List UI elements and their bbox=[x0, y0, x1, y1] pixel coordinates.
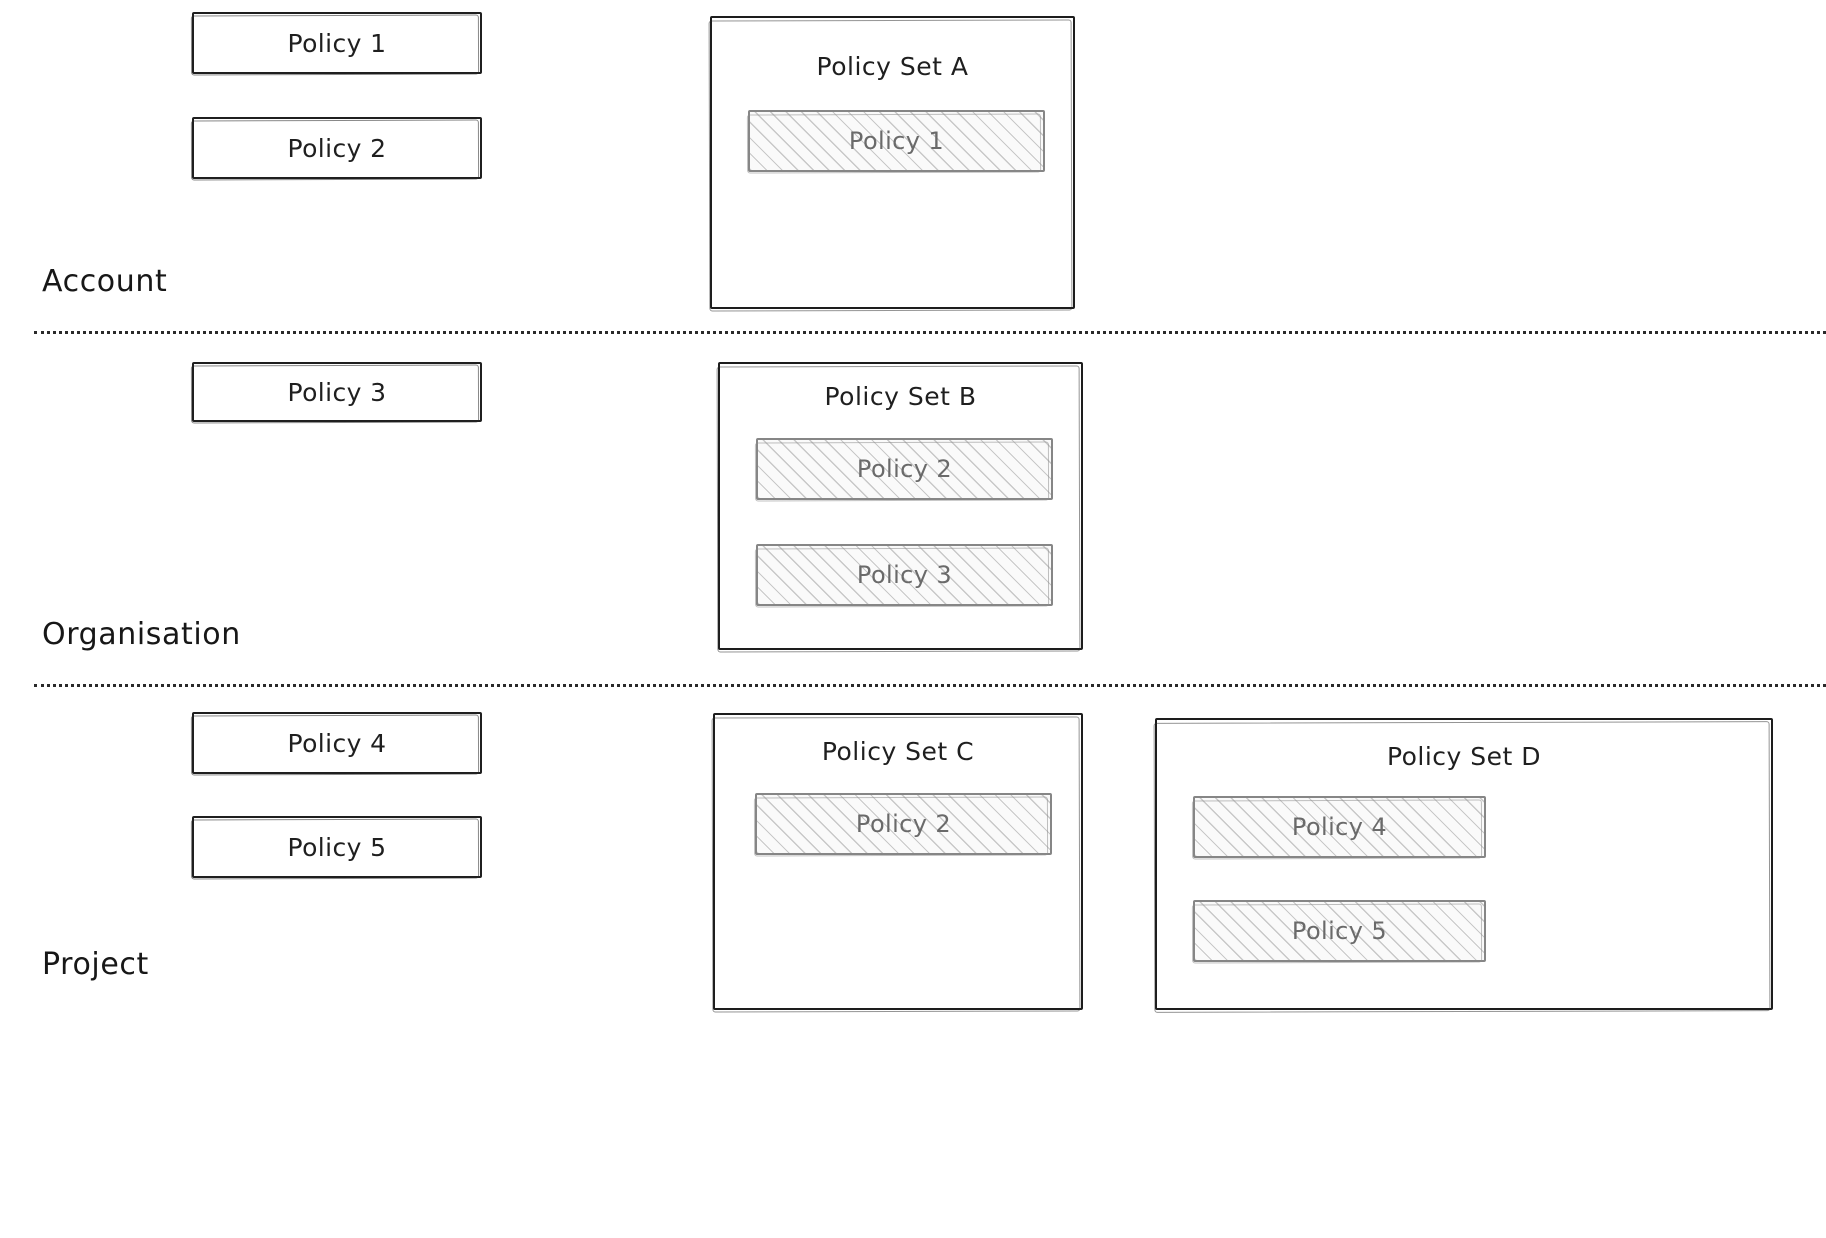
policy-set-member-policy-2[interactable]: Policy 2 bbox=[755, 793, 1052, 855]
policy-set-member-policy-4[interactable]: Policy 4 bbox=[1193, 796, 1486, 858]
policy-set-member-policy-3[interactable]: Policy 3 bbox=[756, 544, 1053, 606]
policy-set-member-label: Policy 1 bbox=[848, 127, 945, 155]
policy-set-member-label: Policy 2 bbox=[855, 810, 952, 838]
policy-box-policy-2[interactable]: Policy 2 bbox=[192, 117, 482, 179]
divider-account-organisation bbox=[34, 331, 1826, 334]
policy-set-member-policy-2[interactable]: Policy 2 bbox=[756, 438, 1053, 500]
policy-set-title: Policy Set C bbox=[821, 737, 975, 766]
divider-organisation-project bbox=[34, 684, 1826, 687]
policy-set-b[interactable]: Policy Set B Policy 2 Policy 3 bbox=[718, 362, 1083, 650]
policy-box-policy-3[interactable]: Policy 3 bbox=[192, 362, 482, 422]
tier-label-organisation: Organisation bbox=[42, 617, 241, 652]
policy-set-a[interactable]: Policy Set A Policy 1 bbox=[710, 16, 1075, 309]
policy-set-member-label: Policy 2 bbox=[856, 455, 953, 483]
tier-label-account: Account bbox=[42, 264, 168, 299]
policy-set-member-label: Policy 5 bbox=[1291, 917, 1388, 945]
policy-set-d[interactable]: Policy Set D Policy 4 Policy 5 bbox=[1155, 718, 1773, 1010]
policy-set-member-policy-1[interactable]: Policy 1 bbox=[748, 110, 1045, 172]
policy-box-label: Policy 5 bbox=[287, 832, 387, 862]
policy-box-label: Policy 3 bbox=[287, 377, 387, 407]
tier-label-project: Project bbox=[42, 947, 149, 982]
policy-set-title: Policy Set D bbox=[1386, 742, 1542, 771]
policy-set-member-label: Policy 3 bbox=[856, 561, 953, 589]
policy-box-label: Policy 1 bbox=[287, 28, 387, 58]
policy-set-title: Policy Set B bbox=[824, 382, 977, 411]
policy-box-policy-4[interactable]: Policy 4 bbox=[192, 712, 482, 774]
policy-box-label: Policy 2 bbox=[287, 133, 387, 163]
policy-box-policy-5[interactable]: Policy 5 bbox=[192, 816, 482, 878]
policy-box-policy-1[interactable]: Policy 1 bbox=[192, 12, 482, 74]
policy-set-c[interactable]: Policy Set C Policy 2 bbox=[713, 713, 1083, 1010]
policy-set-title: Policy Set A bbox=[816, 52, 969, 81]
policy-box-label: Policy 4 bbox=[287, 728, 387, 758]
policy-set-member-label: Policy 4 bbox=[1291, 813, 1388, 841]
policy-set-member-policy-5[interactable]: Policy 5 bbox=[1193, 900, 1486, 962]
